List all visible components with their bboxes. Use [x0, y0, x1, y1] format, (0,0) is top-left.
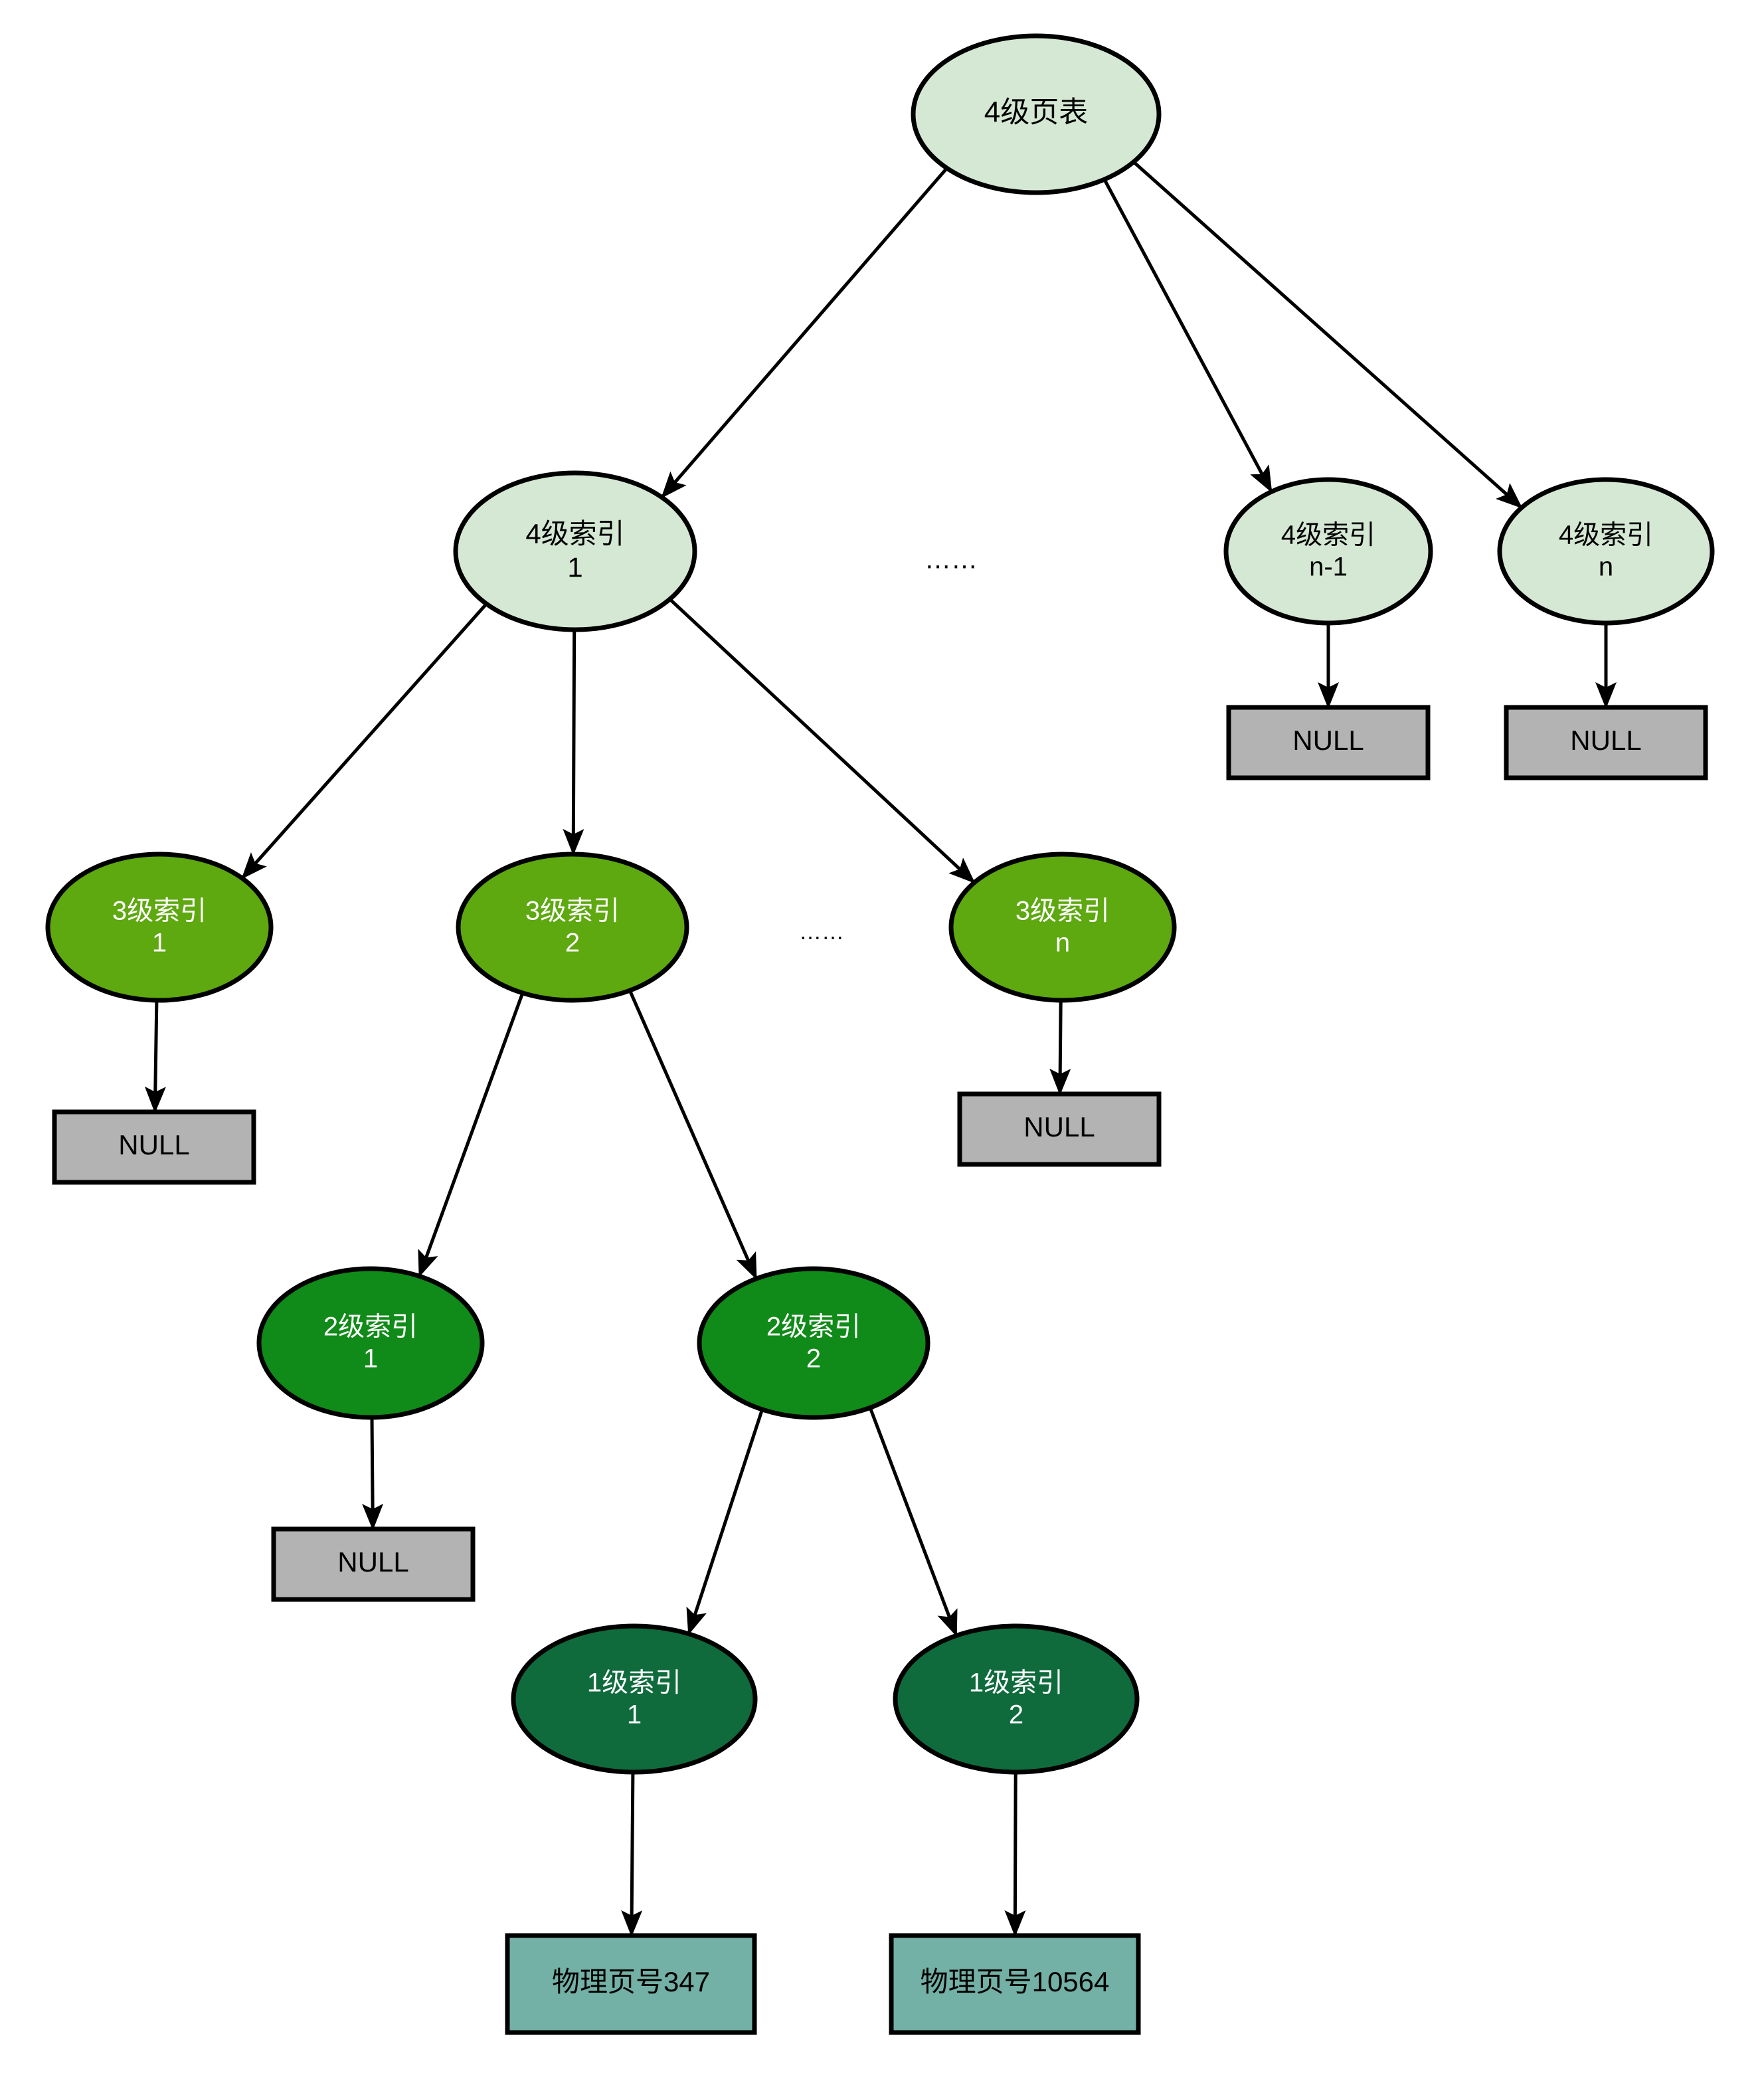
node-label: NULL [1292, 725, 1364, 756]
ellipsis-marker-layer: …… …… [799, 545, 978, 945]
node-layer: 4级页表4级索引14级索引n-14级索引n3级索引13级索引23级索引n2级索引… [45, 33, 1715, 2035]
node-shape-ellipse [256, 1266, 485, 1420]
node-label-line1: 3级索引 [1015, 897, 1110, 926]
node-null-l2-1[interactable]: NULL [271, 1526, 476, 1602]
node-shape-ellipse [1497, 477, 1715, 626]
edge-l2-1-to-null-l2-1 [362, 1417, 384, 1530]
node-null-l4n1[interactable]: NULL [1226, 705, 1431, 780]
node-shape-ellipse [453, 470, 697, 632]
edge-l3-2-to-l2-2 [628, 990, 758, 1280]
node-page-347[interactable]: 物理页号347 [505, 1933, 757, 2035]
node-label-line1: 2级索引 [766, 1313, 861, 1342]
node-label-line1: 3级索引 [112, 897, 207, 926]
node-shape-ellipse [911, 33, 1162, 195]
edge-l2-2-to-l1-1 [686, 1409, 764, 1635]
node-shape-ellipse [511, 1623, 758, 1775]
node-label-line2: 1 [363, 1344, 378, 1374]
node-label-line1: 4级索引 [525, 518, 624, 549]
node-shape-rect [889, 1933, 1141, 2035]
node-shape-rect [505, 1933, 757, 2035]
node-label: NULL [337, 1546, 408, 1578]
node-label-line1: 4级索引 [1281, 521, 1375, 550]
node-l4-n[interactable]: 4级索引 n [1497, 477, 1715, 626]
node-label: 4级页表 [984, 96, 1088, 129]
edge-l2-2-to-l1-2 [868, 1407, 958, 1637]
node-shape-rect [52, 1109, 256, 1185]
node-null-l3-n[interactable]: NULL [957, 1091, 1162, 1167]
node-label-line2: n [1055, 929, 1070, 958]
node-null-l4n[interactable]: NULL [1504, 705, 1708, 780]
node-shape-ellipse [1223, 477, 1433, 626]
node-label: NULL [1023, 1111, 1095, 1142]
node-page-10564[interactable]: 物理页号10564 [889, 1933, 1141, 2035]
node-label-line1: 2级索引 [323, 1313, 418, 1342]
node-label-line1: 1级索引 [969, 1669, 1063, 1698]
edge-root-to-l4-n [1132, 160, 1523, 509]
node-l3-1[interactable]: 3级索引 1 [45, 852, 274, 1003]
node-label: NULL [118, 1129, 189, 1160]
node-label-line1: 1级索引 [587, 1669, 681, 1698]
node-shape-ellipse [948, 852, 1177, 1003]
edge-l4-1-to-l3-2 [563, 629, 584, 856]
edge-l3-1-to-null-l3-1 [144, 1000, 166, 1113]
node-null-l3-1[interactable]: NULL [52, 1109, 256, 1185]
node-l3-2[interactable]: 3级索引 2 [456, 852, 689, 1003]
node-label: NULL [1570, 725, 1641, 756]
node-l3-n[interactable]: 3级索引 n [948, 852, 1177, 1003]
node-label: 物理页号10564 [921, 1966, 1110, 1997]
node-l4-n1[interactable]: 4级索引 n-1 [1223, 477, 1433, 626]
node-shape-ellipse [45, 852, 274, 1003]
node-shape-ellipse [456, 852, 689, 1003]
node-label-line2: 2 [1009, 1700, 1023, 1730]
node-label-line1: 3级索引 [525, 897, 620, 926]
node-root[interactable]: 4级页表 [911, 33, 1162, 195]
ellipsis-l3: …… [799, 919, 844, 945]
node-shape-ellipse [893, 1623, 1140, 1775]
edge-l3-n-to-null-l3-n [1049, 1000, 1071, 1095]
node-label-line2: n [1599, 553, 1613, 582]
node-shape-rect [957, 1091, 1162, 1167]
node-label: 物理页号347 [552, 1966, 710, 1997]
node-label-line2: 2 [806, 1344, 821, 1374]
node-label-line2: 1 [152, 929, 167, 958]
node-label-line2: n-1 [1309, 553, 1348, 582]
ellipsis-l4: …… [925, 545, 978, 575]
node-label-line2: 1 [567, 551, 582, 583]
node-label-line1: 4级索引 [1559, 521, 1653, 550]
edge-root-to-l4-n1 [1102, 178, 1273, 493]
edge-l1-1-to-page-347 [621, 1771, 643, 1937]
node-shape-ellipse [697, 1266, 930, 1420]
edge-l3-2-to-l2-1 [418, 992, 525, 1278]
node-shape-rect [1504, 705, 1708, 780]
node-shape-rect [271, 1526, 476, 1602]
node-label-line2: 2 [565, 929, 580, 958]
edge-l4-1-to-l3-1 [240, 602, 488, 879]
edge-layer [144, 160, 1617, 1937]
node-shape-rect [1226, 705, 1431, 780]
edge-root-to-l4-1 [660, 167, 948, 499]
edge-l4-1-to-l3-n [668, 598, 976, 884]
node-label-line2: 1 [627, 1700, 642, 1730]
